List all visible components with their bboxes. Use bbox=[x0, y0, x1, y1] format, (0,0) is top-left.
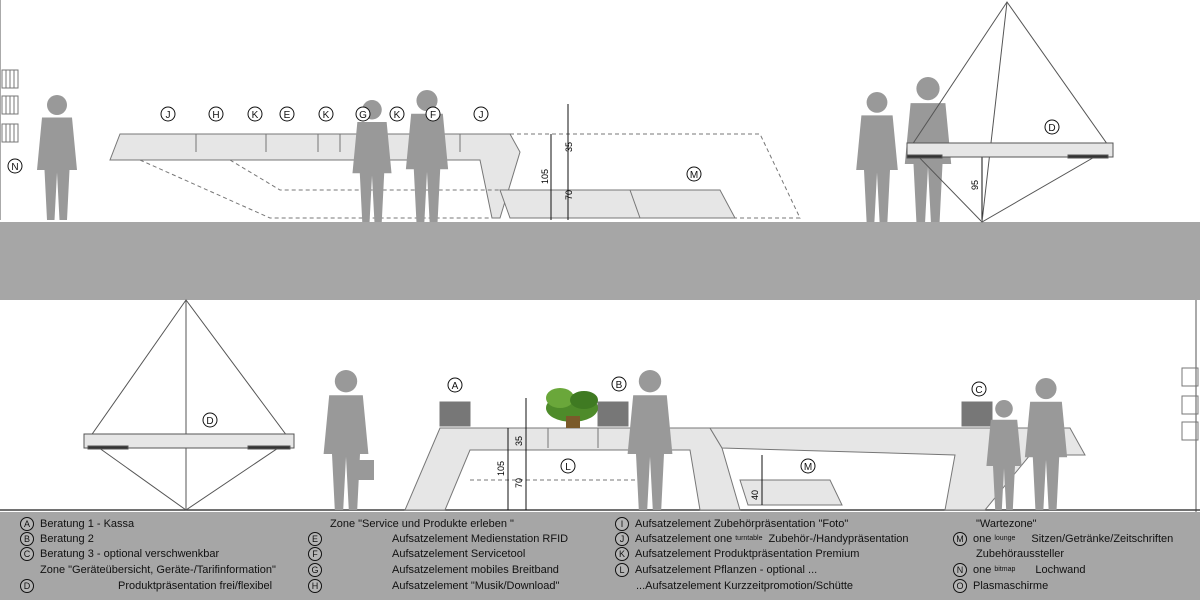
svg-text:F: F bbox=[430, 110, 436, 121]
legend-zone-warte: "Wartezone" bbox=[976, 518, 1037, 531]
svg-text:L: L bbox=[565, 462, 571, 473]
hanging-element-bottom bbox=[83, 299, 295, 511]
labels-top: J H K E K G K F J M N D bbox=[7, 106, 1060, 182]
dim-top-70: 70 bbox=[564, 190, 574, 200]
dim-bottom-105: 105 bbox=[496, 461, 506, 476]
svg-text:K: K bbox=[252, 110, 259, 121]
svg-text:N: N bbox=[11, 162, 18, 173]
dim-bottom-35: 35 bbox=[514, 436, 524, 446]
svg-text:B: B bbox=[616, 380, 623, 391]
svg-text:A: A bbox=[452, 381, 459, 392]
svg-text:G: G bbox=[359, 110, 367, 121]
dimension-lines-bottom bbox=[507, 398, 763, 510]
legend-zubehoeraussteller: Zubehöraussteller bbox=[976, 548, 1065, 561]
dim-bottom-40: 40 bbox=[750, 490, 760, 500]
dimension-lines-top bbox=[550, 104, 983, 220]
svg-text:C: C bbox=[975, 385, 982, 396]
figures-bottom bbox=[323, 370, 1068, 510]
lochwand-bottom bbox=[1181, 367, 1199, 441]
dim-top-35: 35 bbox=[564, 142, 574, 152]
dim-top-105: 105 bbox=[540, 169, 550, 184]
svg-text:D: D bbox=[206, 416, 213, 427]
svg-text:J: J bbox=[479, 110, 484, 121]
plant-icon bbox=[546, 388, 598, 428]
svg-text:E: E bbox=[284, 110, 291, 121]
counter-bottom bbox=[404, 401, 1086, 511]
floor-band bbox=[0, 222, 1200, 300]
legend-kurzzeitpromotion: ...Aufsatzelement Kurzzeitpromotion/Schü… bbox=[636, 580, 854, 593]
svg-text:H: H bbox=[212, 110, 219, 121]
svg-text:K: K bbox=[394, 110, 401, 121]
hanging-element-top bbox=[906, 1, 1114, 223]
legend-zone-geraete: Zone "Geräteübersicht, Geräte-/Tarifinfo… bbox=[40, 564, 276, 577]
svg-text:M: M bbox=[804, 462, 812, 473]
svg-text:J: J bbox=[166, 110, 171, 121]
dim-bottom-70: 70 bbox=[514, 478, 524, 488]
svg-text:D: D bbox=[1048, 123, 1055, 134]
dim-top-95: 95 bbox=[970, 180, 980, 190]
lochwand-top bbox=[1, 69, 19, 143]
legend-zone-service: Zone "Service und Produkte erleben " bbox=[330, 518, 514, 531]
labels-bottom: A B C L M D bbox=[202, 376, 987, 474]
svg-text:M: M bbox=[690, 170, 698, 181]
svg-text:K: K bbox=[323, 110, 330, 121]
